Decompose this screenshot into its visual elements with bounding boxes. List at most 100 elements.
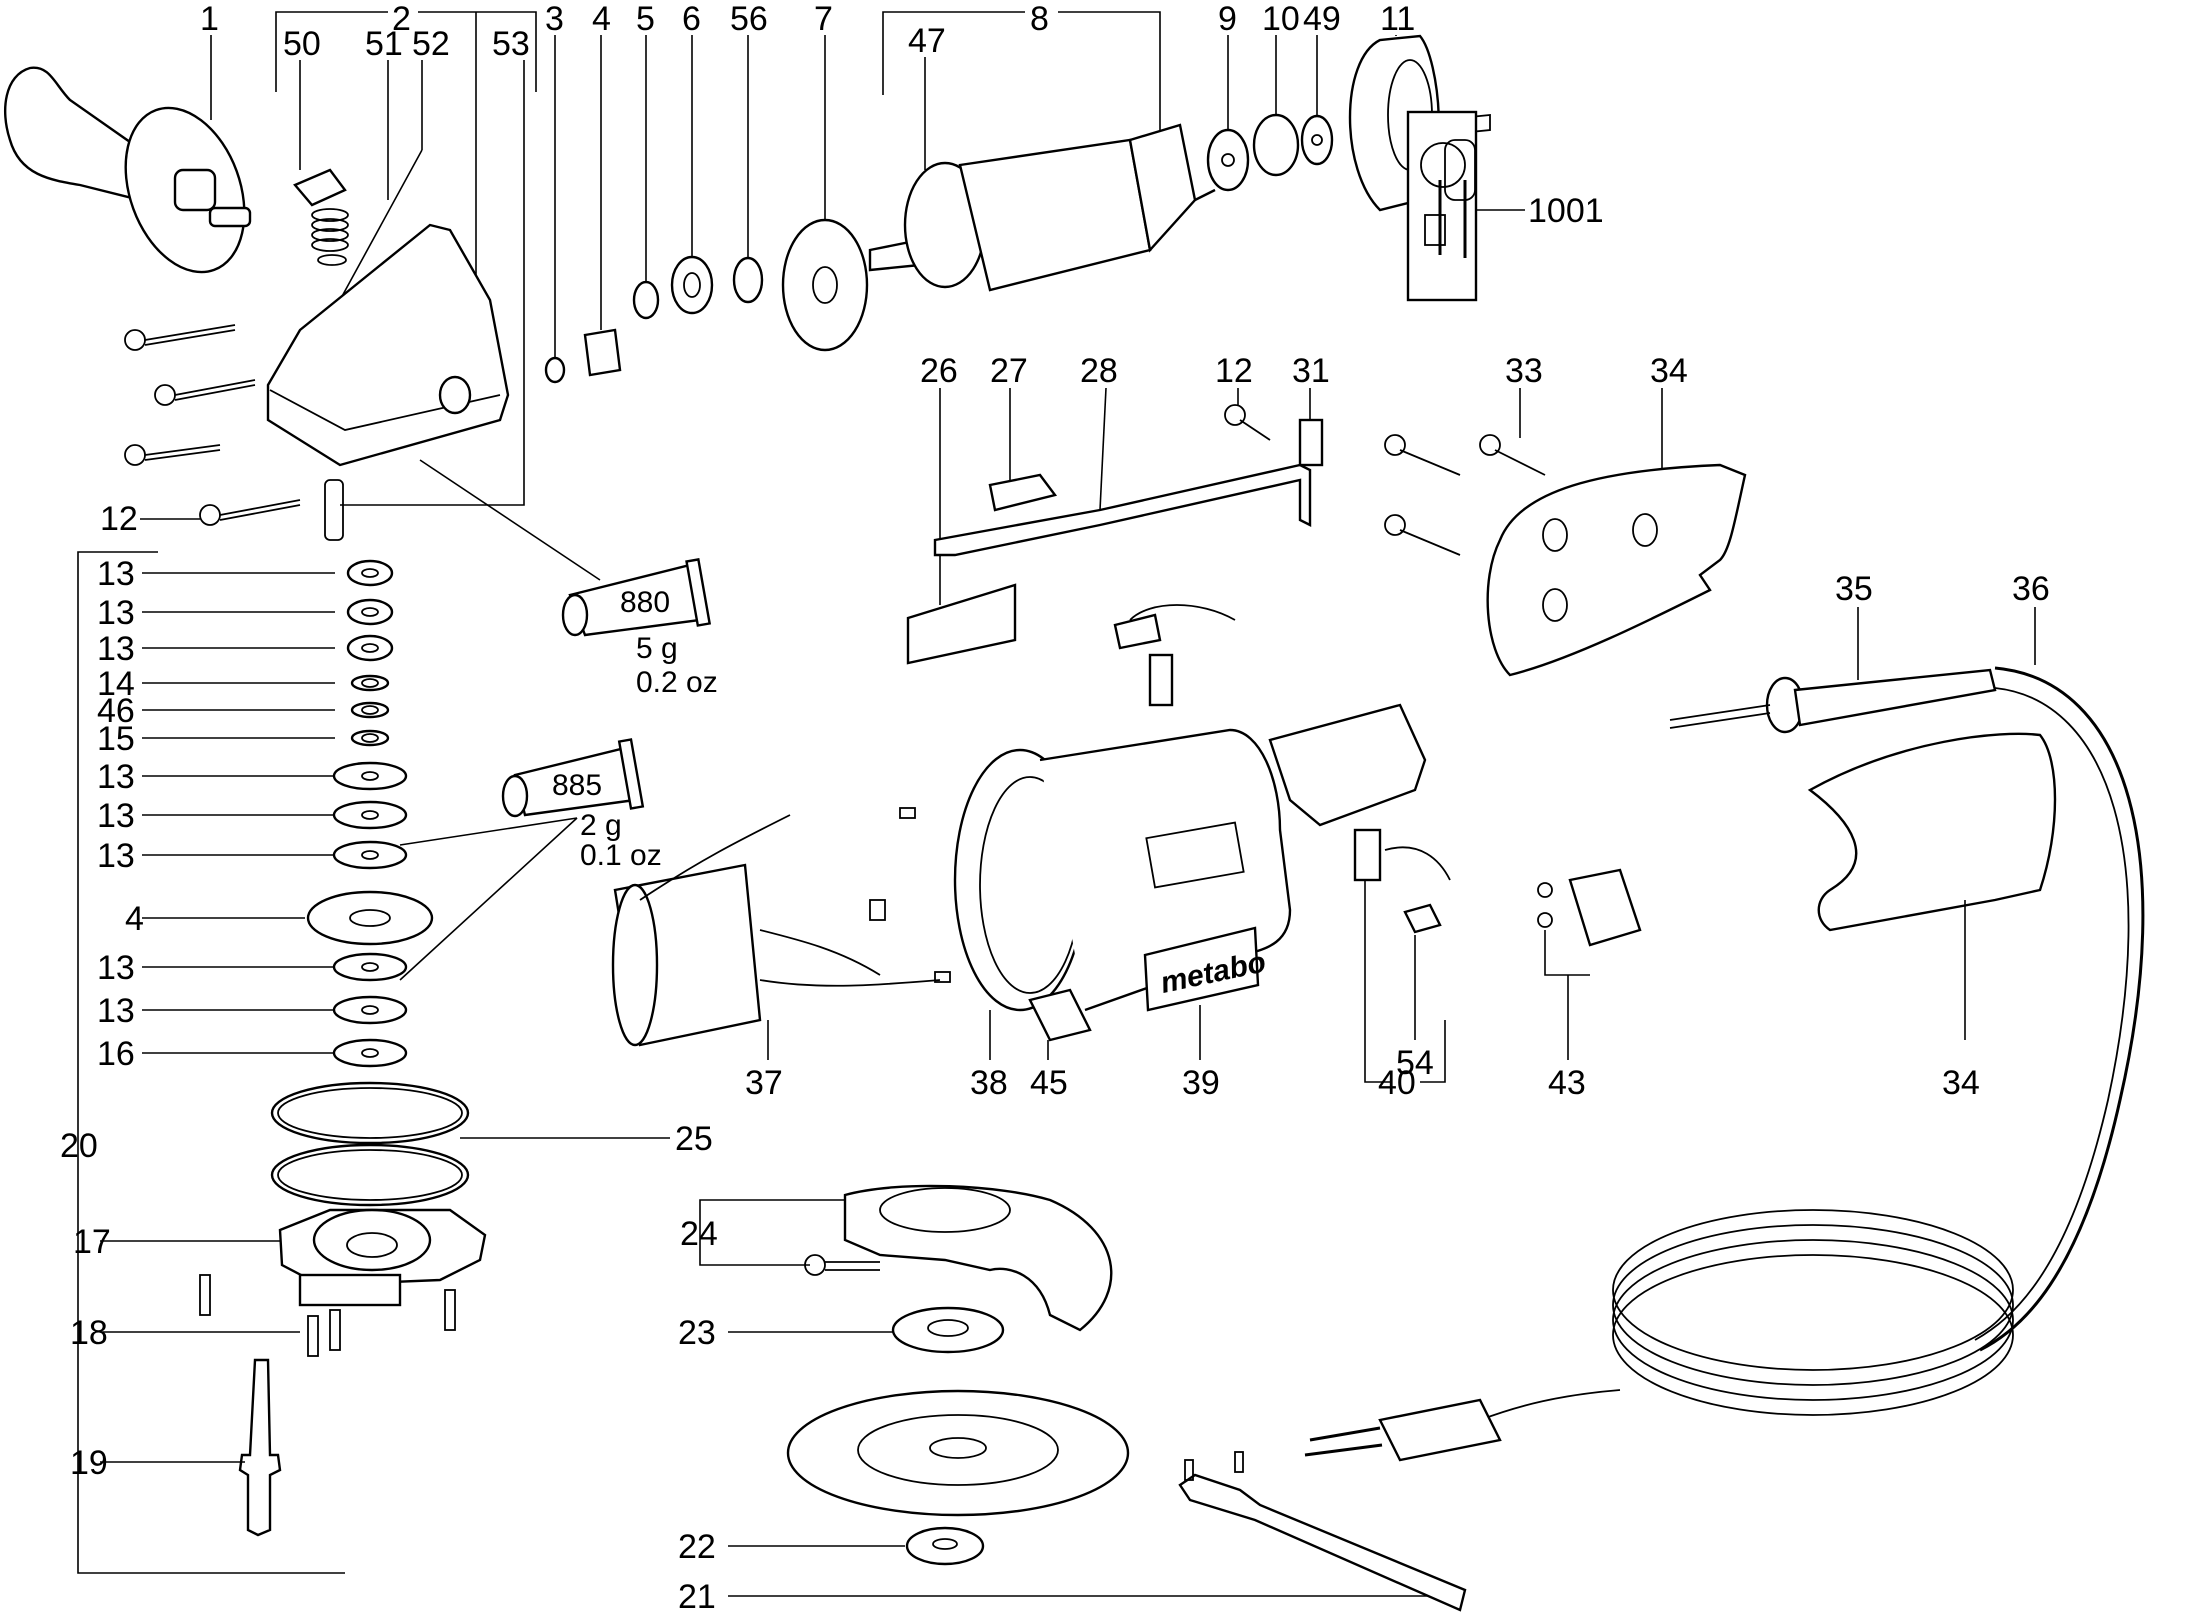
stack-label: 13 bbox=[97, 992, 135, 1030]
label-31: 31 bbox=[1292, 352, 1330, 390]
part-hole bbox=[361, 1005, 379, 1015]
part-hole bbox=[361, 568, 379, 578]
stack-label: 13 bbox=[97, 555, 135, 593]
label-1001: 1001 bbox=[1528, 192, 1604, 230]
top-labels: 1 2 50 51 52 53 3 4 5 6 56 7 8 47 9 bbox=[200, 0, 1415, 506]
label-1: 1 bbox=[200, 0, 219, 38]
label-39: 39 bbox=[1182, 1064, 1220, 1102]
label-21: 21 bbox=[678, 1578, 716, 1616]
part-hole bbox=[361, 607, 379, 617]
label-17: 17 bbox=[73, 1223, 111, 1261]
label-2: 2 bbox=[392, 0, 411, 38]
label-40: 40 bbox=[1378, 1064, 1416, 1102]
label-47: 47 bbox=[908, 22, 946, 60]
stack-label: 15 bbox=[97, 720, 135, 758]
part-hole bbox=[361, 1048, 379, 1058]
part-hole bbox=[361, 705, 379, 715]
label-54: 54 bbox=[1396, 1044, 1434, 1082]
label-8: 8 bbox=[1030, 0, 1049, 38]
label-5: 5 bbox=[636, 0, 655, 38]
label-19: 19 bbox=[70, 1444, 108, 1482]
inset-detail-1001: 1001 bbox=[1406, 110, 1604, 302]
tube-880-imperial: 0.2 oz bbox=[636, 666, 718, 699]
screws-left: 12 bbox=[100, 324, 344, 541]
label-20: 20 bbox=[60, 1127, 98, 1165]
stack-label: 13 bbox=[97, 797, 135, 835]
label-24: 24 bbox=[680, 1215, 718, 1253]
part-hole bbox=[361, 643, 379, 653]
stack-label: 16 bbox=[97, 1035, 135, 1073]
label-53: 53 bbox=[492, 25, 530, 63]
label-51: 51 bbox=[365, 25, 403, 63]
gear-head: 25 17 18 19 bbox=[70, 1081, 713, 1537]
label-22: 22 bbox=[678, 1528, 716, 1566]
washer-part bbox=[332, 761, 408, 791]
gear-housing-cover bbox=[266, 168, 510, 467]
label-11: 11 bbox=[1380, 0, 1415, 38]
washer-part bbox=[332, 800, 408, 830]
label-33: 33 bbox=[1505, 352, 1543, 390]
label-34-top: 34 bbox=[1650, 352, 1688, 390]
washer-part bbox=[332, 995, 408, 1025]
stack-label: 13 bbox=[97, 949, 135, 987]
label-56: 56 bbox=[730, 0, 768, 38]
tube-885-weight: 2 g bbox=[580, 809, 622, 842]
washer-part bbox=[332, 952, 408, 982]
field-coil: 37 bbox=[611, 807, 951, 1102]
stack-label: 13 bbox=[97, 630, 135, 668]
stack-label: 13 bbox=[97, 758, 135, 796]
label-34-bottom: 34 bbox=[1942, 1064, 1980, 1102]
washer-part bbox=[332, 1038, 408, 1068]
label-50: 50 bbox=[283, 25, 321, 63]
tube-885-imperial: 0.1 oz bbox=[580, 839, 662, 872]
part-hole bbox=[361, 810, 379, 820]
part-hole bbox=[361, 771, 379, 781]
washer-part bbox=[346, 559, 394, 587]
label-52: 52 bbox=[412, 25, 450, 63]
washer-part bbox=[346, 634, 394, 662]
switch-parts: 26 27 28 12 31 33 34 bbox=[906, 352, 1747, 677]
label-35: 35 bbox=[1835, 570, 1873, 608]
stack-label: 13 bbox=[97, 594, 135, 632]
label-36: 36 bbox=[2012, 570, 2050, 608]
label-10: 10 bbox=[1262, 0, 1300, 38]
stack-label: 14 bbox=[97, 665, 135, 703]
label-3: 3 bbox=[545, 0, 564, 38]
label-43: 43 bbox=[1548, 1064, 1586, 1102]
bevel-gear bbox=[306, 890, 434, 946]
stack-label: 13 bbox=[97, 837, 135, 875]
part-hole bbox=[361, 962, 379, 972]
stack-label: 4 bbox=[125, 900, 144, 938]
label-12-mid: 12 bbox=[1215, 352, 1253, 390]
label-18: 18 bbox=[70, 1314, 108, 1352]
label-28: 28 bbox=[1080, 352, 1118, 390]
washer-part bbox=[350, 701, 390, 719]
guard-assembly: 24 23 22 21 bbox=[678, 1184, 1467, 1616]
gears-bearings-top bbox=[544, 34, 1491, 384]
washer-part bbox=[332, 840, 408, 870]
label-49: 49 bbox=[1303, 0, 1341, 38]
washer-part bbox=[346, 598, 394, 626]
label-4: 4 bbox=[592, 0, 611, 38]
tube-880-code: 880 bbox=[620, 586, 670, 619]
label-26: 26 bbox=[920, 352, 958, 390]
side-handle bbox=[3, 66, 252, 274]
washer-part bbox=[350, 674, 390, 692]
brush-parts: 40 54 43 bbox=[1113, 604, 1642, 1102]
grease-tube-885: 885 2 g 0.1 oz bbox=[399, 738, 662, 981]
label-38: 38 bbox=[970, 1064, 1008, 1102]
tube-885-code: 885 bbox=[552, 769, 602, 802]
tube-880-weight: 5 g bbox=[636, 632, 678, 665]
stack-label: 46 bbox=[97, 692, 135, 730]
part-hole bbox=[361, 678, 379, 688]
label-6: 6 bbox=[682, 0, 701, 38]
label-12-left: 12 bbox=[100, 500, 138, 538]
washer-part bbox=[350, 729, 390, 747]
label-45: 45 bbox=[1030, 1064, 1068, 1102]
part-hole bbox=[361, 850, 379, 860]
label-25: 25 bbox=[675, 1120, 713, 1158]
rear-handle-cable: 34 35 36 bbox=[1304, 570, 2145, 1462]
